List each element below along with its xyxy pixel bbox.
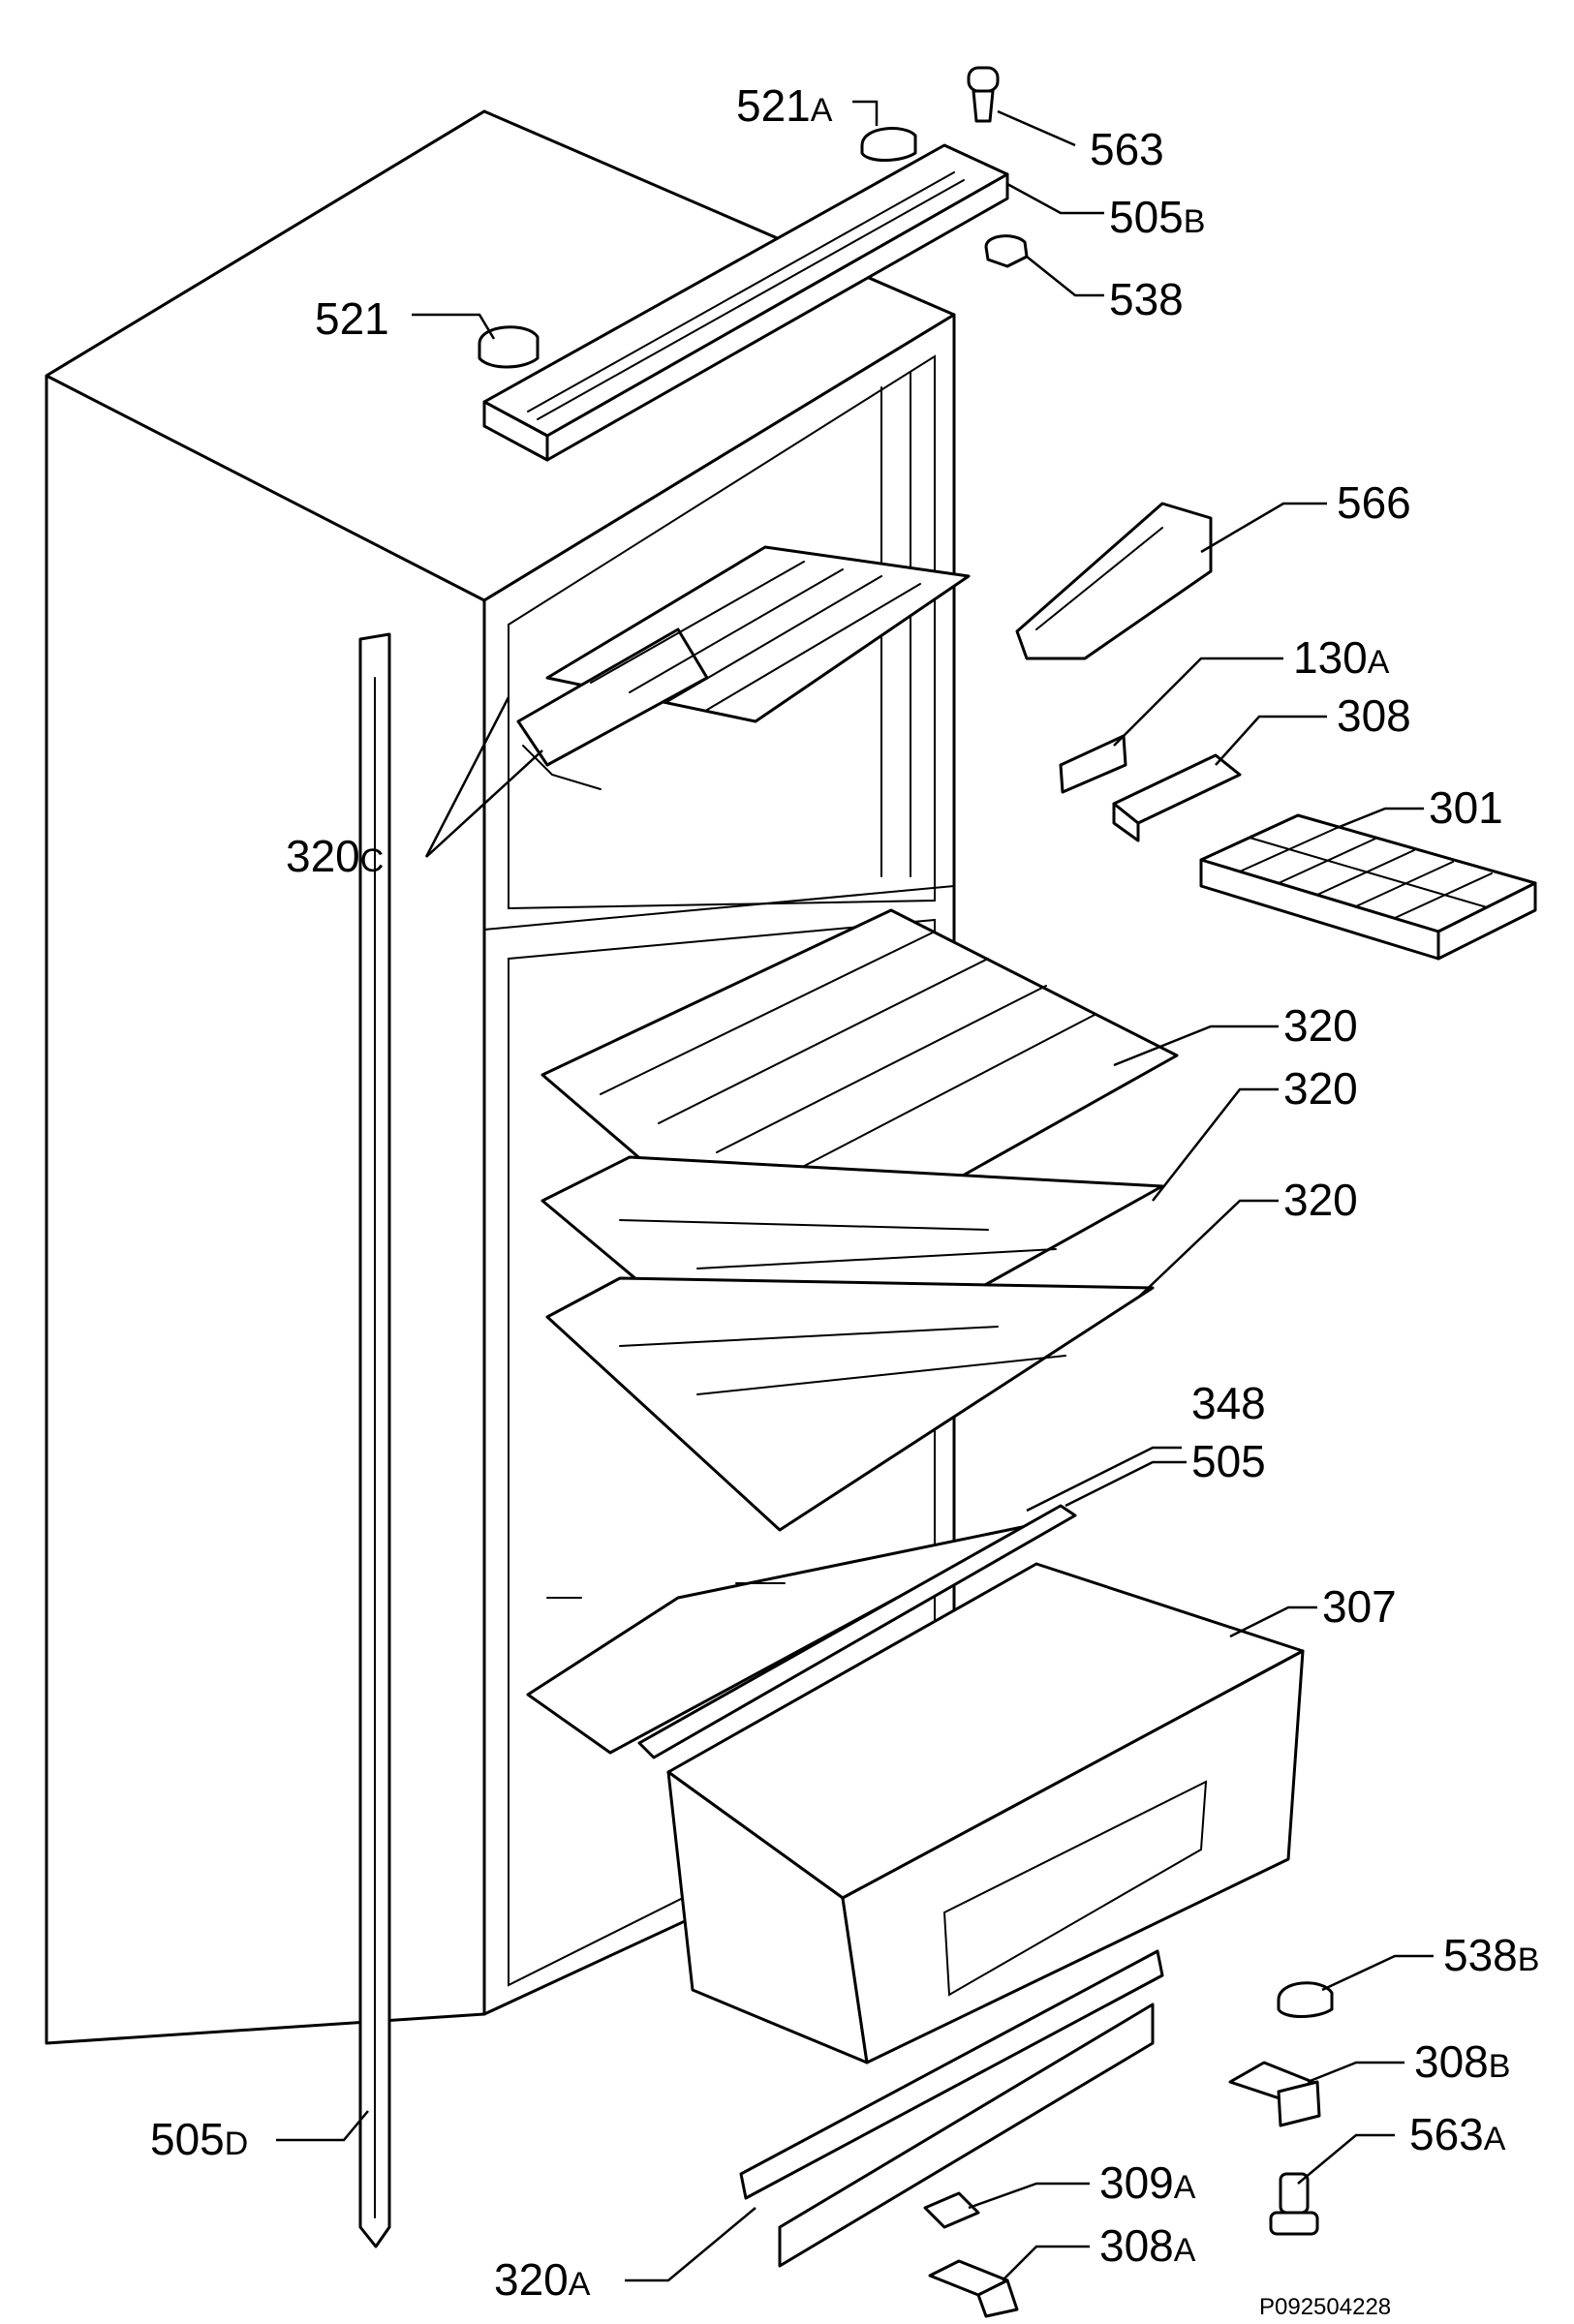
callout-566: 566 bbox=[1337, 477, 1411, 528]
callout-505: 505 bbox=[1191, 1436, 1266, 1486]
leader-lines bbox=[276, 100, 1434, 2282]
callout-563a: 563A bbox=[1409, 2109, 1506, 2159]
strip-505 bbox=[637, 1504, 1077, 1759]
callout-307: 307 bbox=[1322, 1581, 1397, 1632]
callout-308b: 308B bbox=[1414, 2036, 1510, 2087]
strip-320a bbox=[739, 1949, 1164, 2268]
callout-320-3: 320 bbox=[1283, 1175, 1358, 1225]
bush-538b bbox=[1277, 1981, 1334, 2018]
callout-320-2: 320 bbox=[1283, 1063, 1358, 1114]
pin-563 bbox=[967, 66, 1000, 123]
callout-309a: 309A bbox=[1099, 2157, 1196, 2208]
cover-cap-521 bbox=[478, 325, 540, 369]
callout-521a: 521A bbox=[736, 80, 833, 131]
top-hinge-bar bbox=[482, 143, 1009, 462]
callout-563: 563 bbox=[1090, 124, 1164, 174]
callout-505b: 505B bbox=[1109, 192, 1205, 242]
fridge-shelf-bottom bbox=[545, 1276, 1155, 1532]
freezer-shelf bbox=[516, 545, 971, 790]
hinge-bracket-308 bbox=[1112, 753, 1242, 842]
door-seal-505d bbox=[358, 632, 391, 2248]
callout-308a: 308A bbox=[1099, 2220, 1196, 2271]
callout-348: 348 bbox=[1191, 1378, 1266, 1428]
callout-521: 521 bbox=[315, 293, 389, 344]
callout-130a: 130A bbox=[1293, 632, 1390, 683]
callout-320a: 320A bbox=[494, 2254, 591, 2305]
tray-566 bbox=[1015, 502, 1213, 660]
callout-308: 308 bbox=[1337, 690, 1411, 741]
callout-505d: 505D bbox=[150, 2114, 248, 2164]
cover-cap-521a bbox=[860, 127, 917, 162]
bush-538 bbox=[984, 234, 1029, 268]
callout-538: 538 bbox=[1109, 274, 1184, 324]
callout-320-1: 320 bbox=[1283, 1000, 1358, 1051]
callout-320c: 320C bbox=[286, 831, 384, 881]
callout-labels: 521A 563 505B 538 521 566 130A 308 301 3… bbox=[150, 80, 1539, 2305]
ice-tray-301 bbox=[1199, 813, 1537, 961]
drawing-reference: P092504228 bbox=[1259, 2294, 1391, 2320]
hinge-308b bbox=[1228, 2061, 1321, 2127]
pin-563a bbox=[1269, 2172, 1319, 2236]
crisper-drawer-307 bbox=[666, 1562, 1305, 2064]
cap-309a bbox=[923, 2191, 980, 2229]
hinge-308a bbox=[928, 2259, 1019, 2318]
callout-538b: 538B bbox=[1443, 1930, 1539, 1980]
hinge-plate-130a bbox=[1059, 734, 1127, 794]
callout-301: 301 bbox=[1429, 782, 1503, 833]
